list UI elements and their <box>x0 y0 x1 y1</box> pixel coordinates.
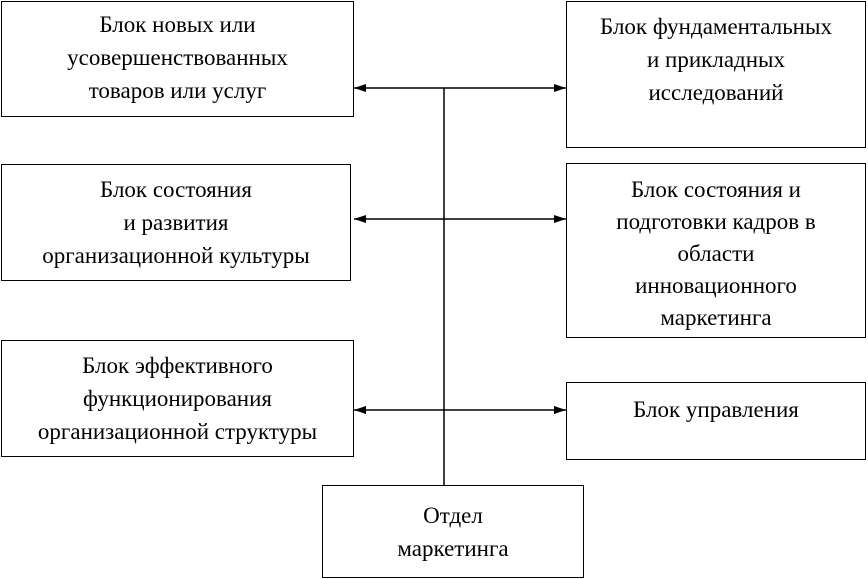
block-line: Блок управления <box>633 397 799 422</box>
block-line: товаров или услуг <box>88 78 267 103</box>
block-personnel-training: Блок состояния и подготовки кадров в обл… <box>566 163 866 338</box>
block-research: Блок фундаментальных и прикладных исслед… <box>566 1 866 148</box>
block-line: Блок фундаментальных <box>600 14 832 39</box>
block-line: функционирования <box>82 386 272 411</box>
block-line: и прикладных <box>647 47 785 72</box>
block-line: Блок состояния <box>100 177 252 202</box>
block-new-products: Блок новых или усовершенствованных товар… <box>1 1 354 117</box>
block-management: Блок управления <box>566 382 866 460</box>
block-line: Блок эффективного <box>82 353 273 378</box>
block-line: области <box>677 241 755 266</box>
block-line: Отдел <box>423 503 483 528</box>
block-line: Блок состояния и <box>631 177 801 202</box>
block-line: инновационного <box>635 273 797 298</box>
block-line: организационной культуры <box>42 243 310 268</box>
block-line: Блок новых или <box>99 12 256 37</box>
block-line: и развития <box>123 210 229 235</box>
block-organizational-culture: Блок состояния и развития организационно… <box>1 164 351 281</box>
block-line: исследований <box>648 80 784 105</box>
block-organizational-structure: Блок эффективного функционирования орган… <box>1 340 354 457</box>
block-marketing-department: Отдел маркетинга <box>322 485 584 578</box>
block-line: усовершенствованных <box>67 45 288 70</box>
block-line: подготовки кадров в <box>616 209 816 234</box>
block-line: маркетинга <box>660 305 772 330</box>
block-line: маркетинга <box>397 536 509 561</box>
block-line: организационной структуры <box>37 419 318 444</box>
